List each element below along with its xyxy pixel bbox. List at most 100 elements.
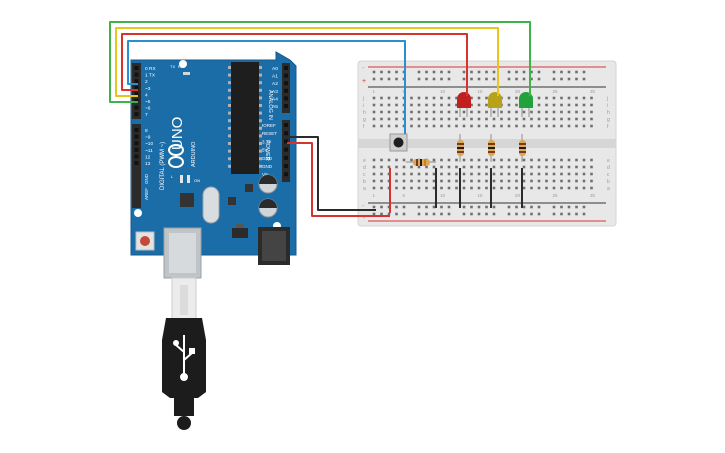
reset-button-cap[interactable] (140, 236, 150, 246)
usb-strain-relief (174, 398, 194, 416)
breadboard-hole (395, 110, 398, 114)
breadboard-hole (590, 158, 593, 162)
breadboard-hole (545, 158, 548, 162)
breadboard-hole (515, 117, 518, 121)
breadboard-hole (590, 117, 593, 121)
rail-hole (395, 205, 398, 209)
breadboard-hole (387, 117, 391, 121)
row-label: c (607, 172, 610, 178)
column-label: 5 (403, 193, 406, 198)
breadboard-hole (395, 179, 398, 183)
chip-leg (228, 96, 231, 100)
column-label: 30 (590, 193, 596, 198)
rail-hole (515, 77, 518, 81)
breadboard-hole (455, 158, 458, 162)
breadboard-hole (537, 186, 541, 190)
pin-socket (134, 112, 139, 117)
led-tx (183, 72, 190, 75)
rail-hole (567, 77, 571, 81)
breadboard-hole (455, 103, 458, 107)
chip-leg (259, 126, 262, 130)
rail-hole (567, 212, 571, 216)
rail-hole (387, 77, 391, 81)
row-label: g (607, 117, 610, 123)
resistor-4 (406, 159, 436, 166)
rail-hole (507, 77, 511, 81)
breadboard-hole (447, 124, 451, 128)
digital-pin-label: ~3 (145, 86, 151, 92)
rail-hole (395, 77, 398, 81)
breadboard-hole (477, 96, 481, 100)
breadboard-hole (485, 179, 488, 183)
breadboard-hole (522, 124, 526, 128)
breadboard-hole (552, 172, 556, 176)
column-label: 15 (478, 193, 484, 198)
rail-hole (440, 205, 443, 209)
rail-hole (470, 205, 473, 209)
button-cap[interactable] (393, 137, 404, 148)
rail-hole (522, 212, 526, 216)
chip-leg (259, 66, 262, 69)
power-pin-label: GND (262, 156, 273, 161)
breadboard-hole (560, 165, 563, 169)
chip-leg (228, 149, 231, 153)
breadboard-hole (537, 96, 541, 100)
push-button[interactable] (389, 133, 408, 152)
pin-socket (284, 81, 288, 86)
column-label: 25 (553, 89, 559, 94)
breadboard-hole (507, 96, 511, 100)
breadboard-hole (530, 172, 533, 176)
breadboard-hole (567, 110, 571, 114)
breadboard-hole (500, 110, 503, 114)
digital-pin-label: 1 TX (145, 73, 156, 79)
breadboard-hole (582, 172, 586, 176)
breadboard-hole (567, 165, 571, 169)
breadboard-hole (500, 124, 503, 128)
center-channel (358, 139, 616, 148)
breadboard-hole (515, 179, 518, 183)
row-label: i (363, 103, 364, 109)
breadboard-hole (470, 165, 473, 169)
chip-leg (259, 96, 262, 100)
breadboard-hole (552, 103, 556, 107)
row-label: i (607, 103, 608, 109)
breadboard-hole (485, 117, 488, 121)
breadboard-hole (417, 179, 421, 183)
rail-minus-label-bottom: - (362, 203, 365, 210)
digital-header-label: DIGITAL (PWM ~) (160, 142, 166, 190)
breadboard-hole (462, 124, 466, 128)
breadboard-hole (522, 165, 526, 169)
breadboard-hole (567, 186, 571, 190)
pin-socket (284, 172, 288, 177)
analog-pin-label: A1 (272, 74, 278, 80)
breadboard-hole (582, 103, 586, 107)
breadboard-hole (515, 165, 518, 169)
breadboard-hole (432, 124, 436, 128)
analog-pin-label: A2 (272, 81, 278, 87)
column-label: 20 (515, 193, 521, 198)
breadboard-hole (560, 103, 563, 107)
breadboard-hole (432, 96, 436, 100)
breadboard-hole (545, 96, 548, 100)
breadboard-hole (470, 158, 473, 162)
breadboard-hole (395, 96, 398, 100)
breadboard-hole (567, 124, 571, 128)
breadboard-hole (582, 110, 586, 114)
breadboard-hole (410, 179, 413, 183)
breadboard-hole (537, 117, 541, 121)
dc-jack-inner (262, 231, 286, 261)
gnd-label: GND (144, 173, 149, 184)
power-wire (287, 142, 390, 217)
breadboard-hole (507, 158, 511, 162)
breadboard-hole (395, 117, 398, 121)
breadboard-hole (380, 110, 383, 114)
rail-hole (447, 70, 451, 74)
power-pin-label: IOREF (262, 123, 276, 128)
rail-hole (402, 205, 406, 209)
breadboard-hole (417, 165, 421, 169)
breadboard-hole (380, 165, 383, 169)
column-label: 30 (590, 89, 596, 94)
breadboard-hole (477, 117, 481, 121)
